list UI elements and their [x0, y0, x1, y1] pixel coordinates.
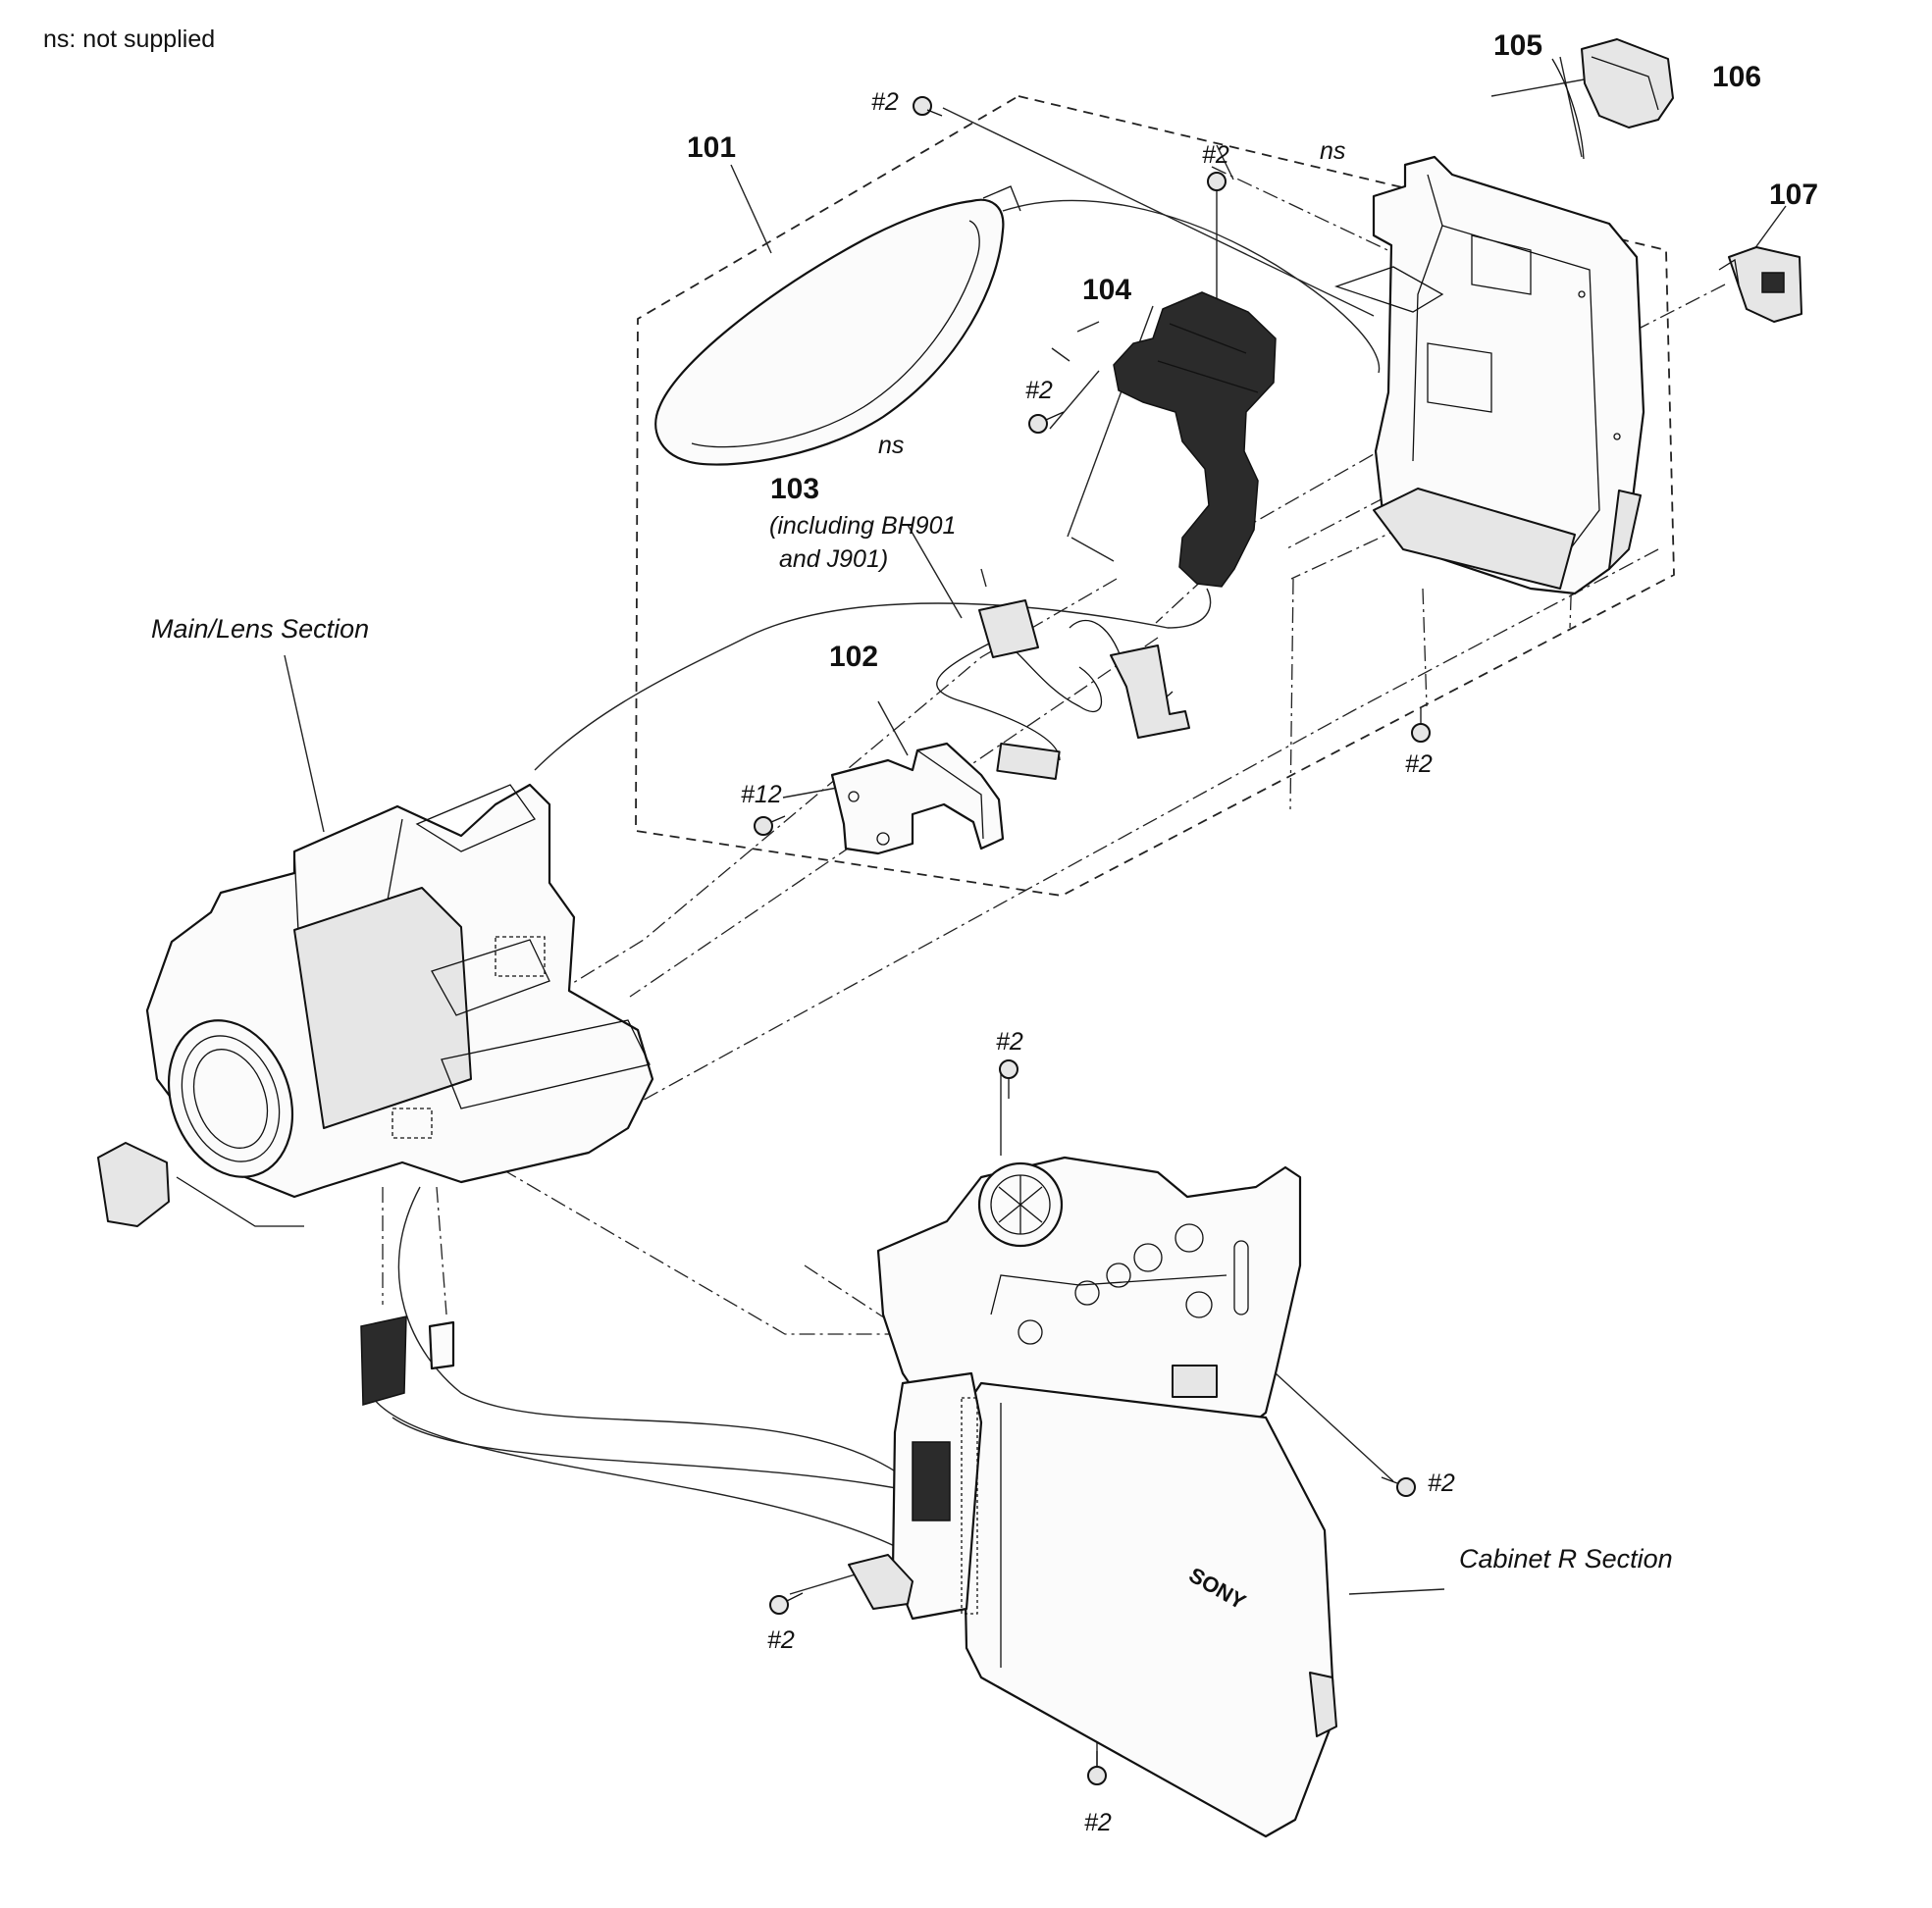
screw-icon	[1087, 1751, 1107, 1785]
screw-label: #2	[871, 88, 899, 116]
screw-icon	[754, 815, 786, 836]
part-104-flex-board	[1113, 291, 1277, 588]
part-label-103-sub1: (including BH901	[769, 512, 956, 540]
main-lens-assembly	[97, 783, 654, 1227]
screw-label: #2	[1428, 1470, 1455, 1497]
flex-cables-lower	[360, 1315, 455, 1406]
screw-icon	[1411, 708, 1431, 743]
screw-label: #2	[1084, 1809, 1112, 1836]
main-housing	[1333, 155, 1645, 595]
screw-icon	[913, 96, 943, 117]
part-label-105: 105	[1493, 29, 1542, 62]
part-label-103-sub2: and J901)	[779, 545, 888, 573]
assembly-boundary	[635, 95, 1675, 897]
ns-label-cover: ns	[878, 432, 904, 459]
part-105-strip	[1551, 58, 1585, 160]
ns-label-housing: ns	[1320, 137, 1345, 165]
part-label-104: 104	[1082, 274, 1131, 306]
part-101-cover	[654, 185, 1021, 466]
section-label-main-lens: Main/Lens Section	[151, 614, 369, 644]
screw-label: #2	[1202, 141, 1229, 169]
cabinet-r-assembly	[848, 1156, 1337, 1838]
screw-label: #12	[741, 781, 782, 808]
part-label-103: 103	[770, 473, 819, 505]
section-label-cabinet-r: Cabinet R Section	[1459, 1544, 1673, 1573]
screw-label: #2	[1405, 750, 1433, 778]
part-label-101: 101	[687, 131, 736, 164]
part-102-bracket	[830, 742, 1005, 855]
screw-icon	[769, 1592, 804, 1615]
screw-icon	[1028, 411, 1065, 434]
ns-note: ns: not supplied	[43, 26, 215, 53]
part-103-harness	[936, 599, 1190, 781]
screw-label: #2	[1025, 377, 1053, 404]
screws	[754, 96, 1431, 1785]
screw-icon	[999, 1059, 1018, 1099]
part-label-102: 102	[829, 641, 878, 673]
screw-icon	[1207, 172, 1227, 208]
part-107-button	[1718, 246, 1802, 323]
screw-icon	[1381, 1476, 1416, 1497]
part-label-106: 106	[1712, 61, 1761, 93]
screw-label: #2	[767, 1626, 795, 1654]
part-label-107: 107	[1769, 179, 1818, 211]
screw-label: #2	[996, 1028, 1023, 1056]
part-106-cap	[1581, 38, 1674, 129]
